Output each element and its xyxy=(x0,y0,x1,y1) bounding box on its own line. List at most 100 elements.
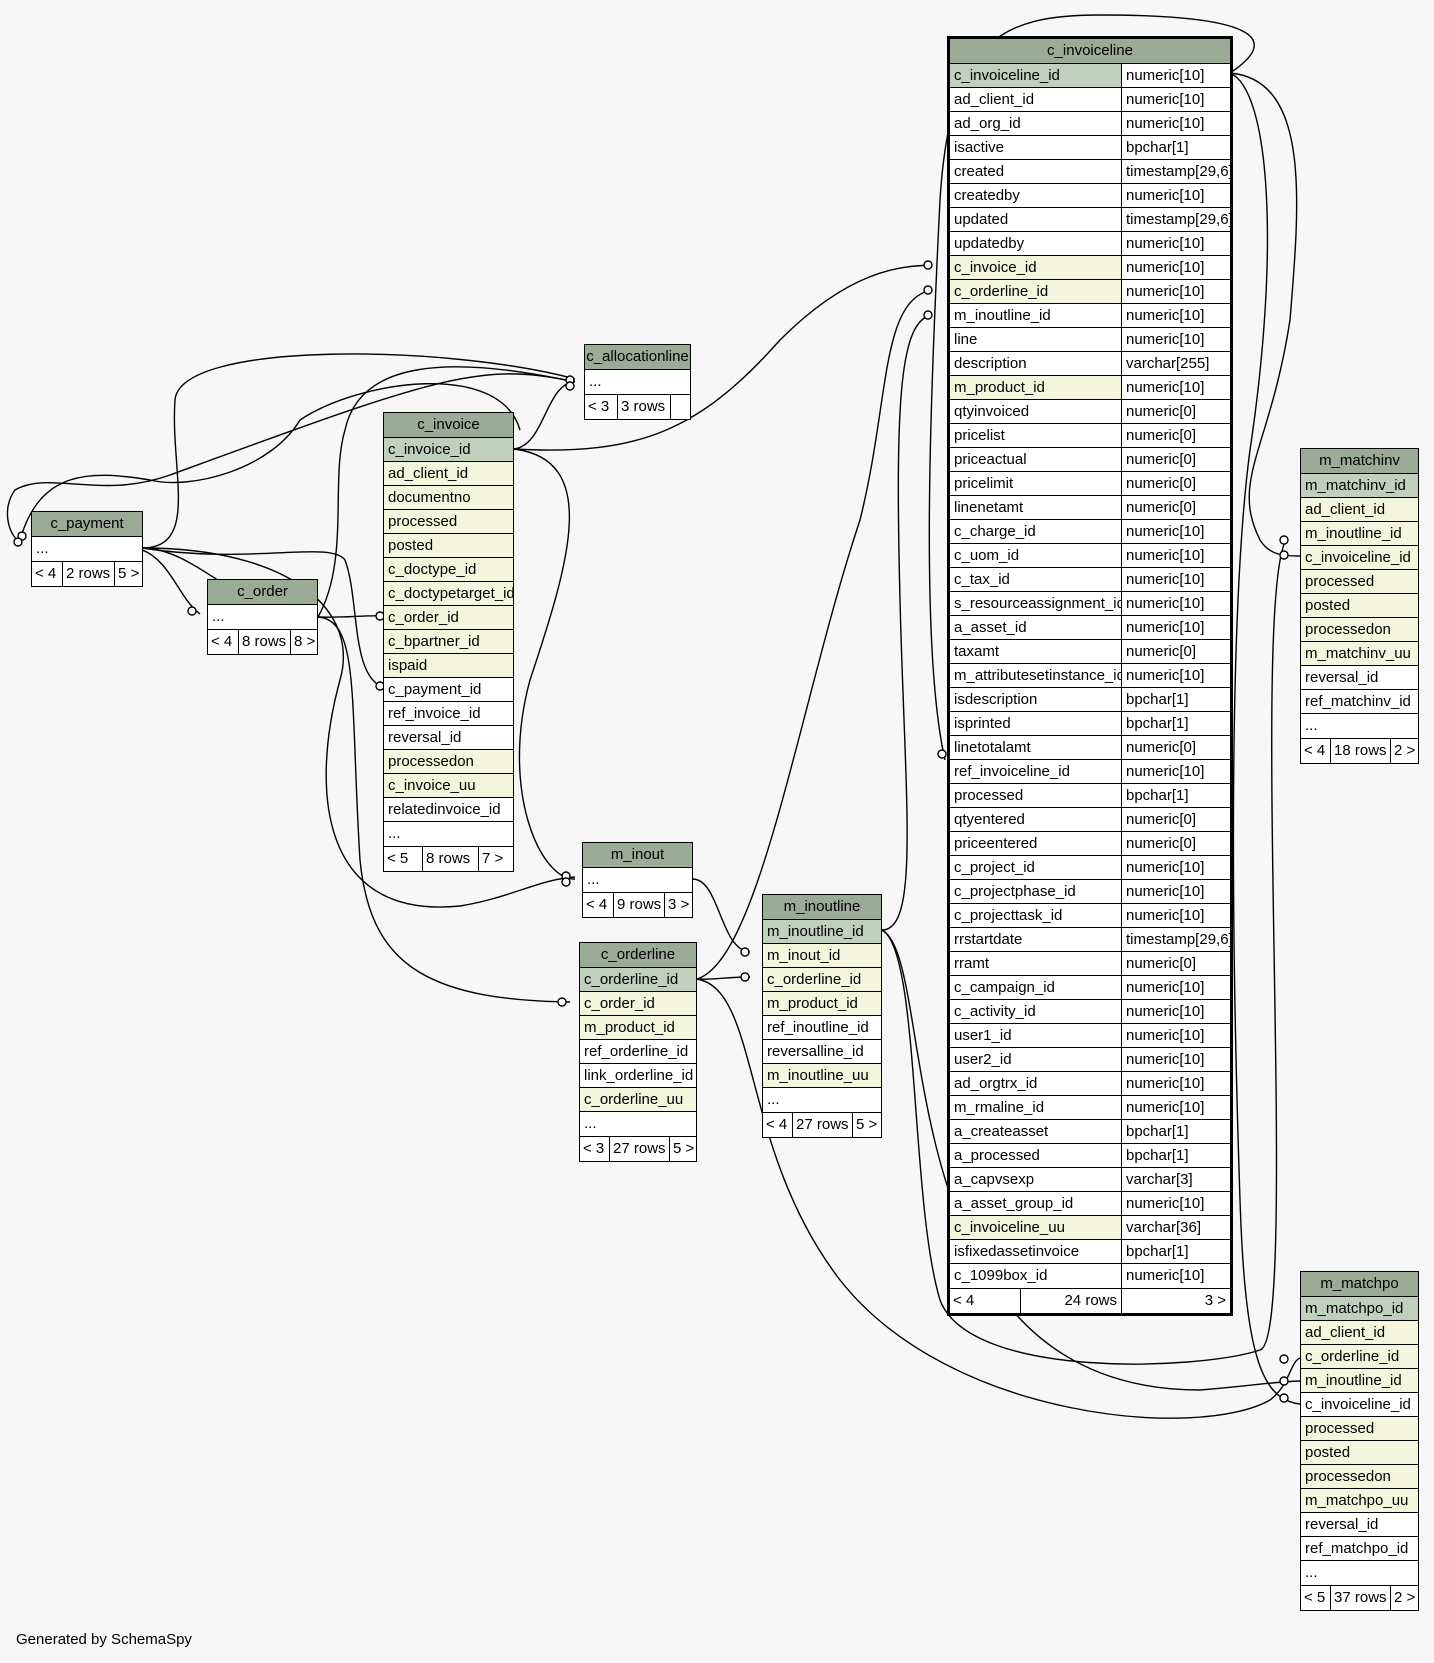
footer-prev[interactable]: < 4 xyxy=(766,1116,788,1133)
column-row[interactable]: m_product_id xyxy=(580,1016,696,1040)
column-row[interactable]: m_product_id xyxy=(763,992,881,1016)
footer-next[interactable]: 5 > xyxy=(669,1137,696,1161)
column-row[interactable]: ... xyxy=(1301,1561,1418,1585)
footer-prev[interactable]: < 4 xyxy=(1304,742,1326,759)
column-row[interactable]: ref_inoutline_id xyxy=(763,1016,881,1040)
column-row[interactable]: ad_client_id xyxy=(1301,1321,1418,1345)
column-row[interactable]: ad_client_id xyxy=(1301,498,1418,522)
column-row[interactable]: reversalline_id xyxy=(763,1040,881,1064)
column-row[interactable]: processed xyxy=(1301,1417,1418,1441)
table-m_inout[interactable]: m_inout ... < 4 9 rows 3 > xyxy=(582,842,693,918)
column-row[interactable]: c_invoiceline_id xyxy=(1301,1393,1418,1417)
column-row[interactable]: c_order_id xyxy=(384,606,513,630)
column-row[interactable]: m_inoutline_id xyxy=(763,920,881,944)
column-row[interactable]: processedon xyxy=(384,750,513,774)
column-row[interactable]: ... xyxy=(1301,714,1418,738)
footer-prev[interactable]: < 3 xyxy=(588,398,610,415)
column-row[interactable]: m_matchpo_uu xyxy=(1301,1489,1418,1513)
footer-prev[interactable]: < 4 xyxy=(211,633,233,650)
column-row[interactable]: m_inoutline_id xyxy=(1301,1369,1418,1393)
column-row[interactable]: documentno xyxy=(384,486,513,510)
footer-prev[interactable]: < 5 xyxy=(387,850,409,867)
column-row[interactable]: posted xyxy=(384,534,513,558)
column-row[interactable]: c_doctypetarget_id xyxy=(384,582,513,606)
column-row[interactable]: ref_invoice_id xyxy=(384,702,513,726)
column-row[interactable]: m_inout_id xyxy=(763,944,881,968)
column-row[interactable]: reversal_id xyxy=(1301,1513,1418,1537)
column-row[interactable]: reversal_id xyxy=(1301,666,1418,690)
footer-prev[interactable]: < 4 xyxy=(953,1292,975,1309)
column-row[interactable]: ref_matchinv_id xyxy=(1301,690,1418,714)
column-row[interactable]: ... xyxy=(208,605,317,629)
column-row[interactable]: ref_orderline_id xyxy=(580,1040,696,1064)
column-row[interactable]: ... xyxy=(583,868,692,892)
column-row[interactable]: c_orderline_id xyxy=(1301,1345,1418,1369)
footer-next[interactable]: 2 > xyxy=(1390,1586,1418,1610)
footer-next[interactable]: 3 > xyxy=(664,893,692,917)
column-row[interactable]: m_matchinv_uu xyxy=(1301,642,1418,666)
footer-next[interactable]: 2 > xyxy=(1390,739,1418,763)
column-row[interactable]: reversal_id xyxy=(384,726,513,750)
column-row[interactable]: c_doctype_id xyxy=(384,558,513,582)
column-row[interactable]: c_orderline_id xyxy=(580,968,696,992)
footer-prev[interactable]: < 5 xyxy=(1304,1589,1326,1606)
column-row[interactable]: posted xyxy=(1301,1441,1418,1465)
column-row[interactable]: ... xyxy=(580,1112,696,1136)
column-row[interactable]: c_invoiceline_id xyxy=(1301,546,1418,570)
table-c_order[interactable]: c_order ... < 4 8 rows 8 > xyxy=(207,579,318,655)
column-row[interactable]: ... xyxy=(32,537,142,561)
column-row[interactable]: processedon xyxy=(1301,618,1418,642)
column-row[interactable]: m_matchpo_id xyxy=(1301,1297,1418,1321)
column-row[interactable]: m_matchinv_id xyxy=(1301,474,1418,498)
table-c_allocationline[interactable]: c_allocationline ... < 3 3 rows xyxy=(584,344,691,420)
column-row[interactable]: link_orderline_id xyxy=(580,1064,696,1088)
column-row[interactable]: m_inoutline_uu xyxy=(763,1064,881,1088)
column-row[interactable]: ... xyxy=(585,370,690,394)
column-row[interactable]: ... xyxy=(763,1088,881,1112)
column-row[interactable]: c_orderline_uu xyxy=(580,1088,696,1112)
column-row[interactable]: processed xyxy=(1301,570,1418,594)
column-row[interactable]: c_bpartner_id xyxy=(384,630,513,654)
